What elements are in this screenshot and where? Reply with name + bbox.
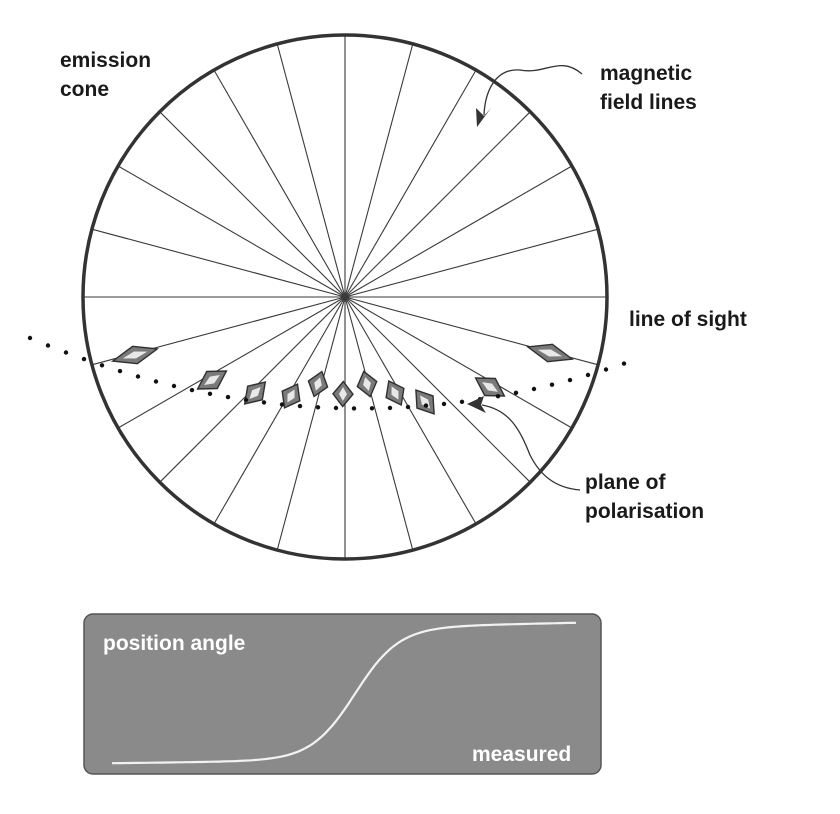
polarisation-plane-highlight xyxy=(391,386,399,400)
line-of-sight-dot xyxy=(531,386,537,392)
polarisation-planes-group xyxy=(110,343,575,415)
line-of-sight-dot xyxy=(153,379,159,384)
magnetic-field-arrowhead xyxy=(476,108,491,127)
line-of-sight-dots xyxy=(27,335,627,411)
line-of-sight-dot xyxy=(135,374,141,379)
polarisation-plane-highlight xyxy=(204,375,220,385)
line-of-sight-dot xyxy=(315,405,321,410)
magnetic-field-line xyxy=(344,296,573,429)
line-of-sight-dot xyxy=(297,403,303,409)
line-of-sight-dot xyxy=(423,403,429,408)
magnetic-field-line xyxy=(213,296,346,525)
emission-cone-circle xyxy=(81,33,609,561)
line-of-sight-dot xyxy=(117,368,123,374)
polarisation-plane-highlight xyxy=(249,387,261,399)
polarisation-plane-highlight xyxy=(287,389,295,403)
magnetic-field-line xyxy=(276,296,346,551)
line-of-sight-dot xyxy=(549,382,555,387)
magnetic-field-lines-group xyxy=(83,35,607,559)
line-of-sight-dot xyxy=(333,405,339,411)
magnetic-field-line xyxy=(91,228,346,298)
line-of-sight-dot xyxy=(189,387,195,393)
magnetic-field-lines-label: magnetic field lines xyxy=(600,62,697,114)
magnetic-field-line xyxy=(344,296,531,483)
magnetic-field-line xyxy=(344,43,414,298)
polarisation-plane-highlight xyxy=(537,349,563,357)
line-of-sight-label: line of sight xyxy=(629,308,747,331)
polarisation-pointer-arrow xyxy=(481,404,581,491)
position-angle-title: position angle xyxy=(103,632,246,655)
polarisation-arrowhead xyxy=(467,396,486,413)
magnetic-field-line xyxy=(344,111,531,298)
magnetic-field-line xyxy=(344,296,477,525)
line-of-sight-dot xyxy=(27,335,33,341)
magnetic-field-line xyxy=(213,69,346,298)
line-of-sight-dot xyxy=(243,397,249,403)
line-of-sight-dot xyxy=(567,377,573,383)
magnetic-field-line xyxy=(344,165,573,298)
line-of-sight-dot xyxy=(513,390,519,395)
line-of-sight-dot xyxy=(81,356,87,362)
line-of-sight-dot xyxy=(63,350,69,355)
line-of-sight-dot xyxy=(495,394,501,399)
polarisation-plane-highlight xyxy=(482,382,498,392)
line-of-sight-dot xyxy=(171,383,177,389)
position-angle-curve xyxy=(112,621,577,765)
magnetic-field-line xyxy=(117,296,346,429)
magnetic-field-line xyxy=(344,228,599,298)
magnetic-field-line xyxy=(276,43,346,298)
line-of-sight-dot xyxy=(459,399,465,404)
line-of-sight-dot xyxy=(207,391,213,396)
magnetic-field-pointer-arrow xyxy=(483,64,583,116)
line-of-sight-dot xyxy=(405,404,411,410)
line-of-sight-dot xyxy=(279,402,285,407)
polarisation-plane-highlight xyxy=(363,377,371,391)
line-of-sight-dot xyxy=(621,361,627,366)
line-of-sight-dot xyxy=(387,405,393,411)
magnetic-field-line xyxy=(344,296,414,551)
magnetic-field-line xyxy=(159,111,346,298)
line-of-sight-dot xyxy=(441,401,447,407)
magnetic-field-line xyxy=(344,69,477,298)
plane-of-polarisation-label: plane of polarisation xyxy=(585,471,705,523)
line-of-sight-dot xyxy=(45,343,51,348)
emission-cone-label: emission cone xyxy=(60,49,152,101)
line-of-sight-dot xyxy=(351,406,357,411)
line-of-sight-dot xyxy=(603,367,609,372)
polarisation-plane-highlight xyxy=(314,377,322,391)
position-angle-panel xyxy=(83,613,602,775)
polarisation-plane-highlight xyxy=(339,387,347,401)
polarisation-plane-highlight xyxy=(122,351,148,359)
line-of-sight-dot xyxy=(369,406,375,411)
measured-label: measured xyxy=(472,743,572,766)
line-of-sight-dot xyxy=(225,394,231,400)
magnetic-field-line xyxy=(117,165,346,298)
line-of-sight-dot xyxy=(261,400,267,405)
line-of-sight-dot xyxy=(585,372,591,378)
line-of-sight-dot xyxy=(99,363,105,368)
